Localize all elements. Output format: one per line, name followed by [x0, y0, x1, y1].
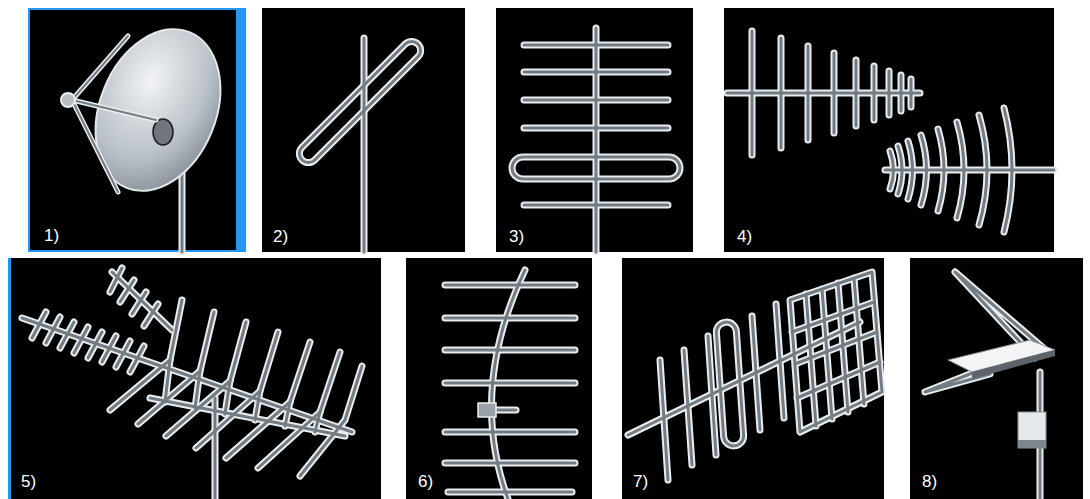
feed-struts-shade [72, 36, 156, 192]
callout-number: 6) [418, 472, 433, 492]
callout-number: 2) [273, 227, 288, 247]
callout-number: 3) [509, 227, 524, 247]
amplifier-mount [948, 340, 1055, 448]
callout-number: 8) [922, 472, 937, 492]
selection-bar [236, 8, 246, 252]
antenna-panel: 5) [8, 258, 381, 499]
antenna-panel: 1) [28, 8, 246, 252]
antenna-panel: 3) [496, 8, 693, 252]
feed-horn [61, 93, 75, 107]
callout-number: 7) [633, 472, 648, 492]
callout-number: 5) [21, 472, 36, 492]
feed-struts [72, 36, 156, 192]
antenna-panel: 4) [724, 8, 1054, 252]
dish-reflector [73, 10, 243, 209]
amplifier-box-shade [1018, 440, 1046, 448]
selection-border [29, 9, 245, 251]
satellite-dish [61, 10, 243, 209]
panel-grounds [8, 8, 1083, 499]
feed-box [478, 403, 496, 417]
antenna-panel: 8) [910, 258, 1083, 499]
antenna-panel: 6) [406, 258, 592, 499]
dish-mount-hole [153, 119, 173, 145]
callout-number: 4) [737, 227, 752, 247]
panel-ground [910, 258, 1083, 499]
selection-frame [8, 8, 246, 499]
amplifier-box [1018, 412, 1046, 448]
mount-plate-edge [972, 350, 1055, 379]
antenna-panel: 2) [262, 8, 465, 252]
antenna-panel: 7) [622, 258, 884, 499]
callout-number: 1) [44, 226, 59, 246]
selection-bar [8, 258, 11, 499]
panel-ground [28, 8, 246, 252]
